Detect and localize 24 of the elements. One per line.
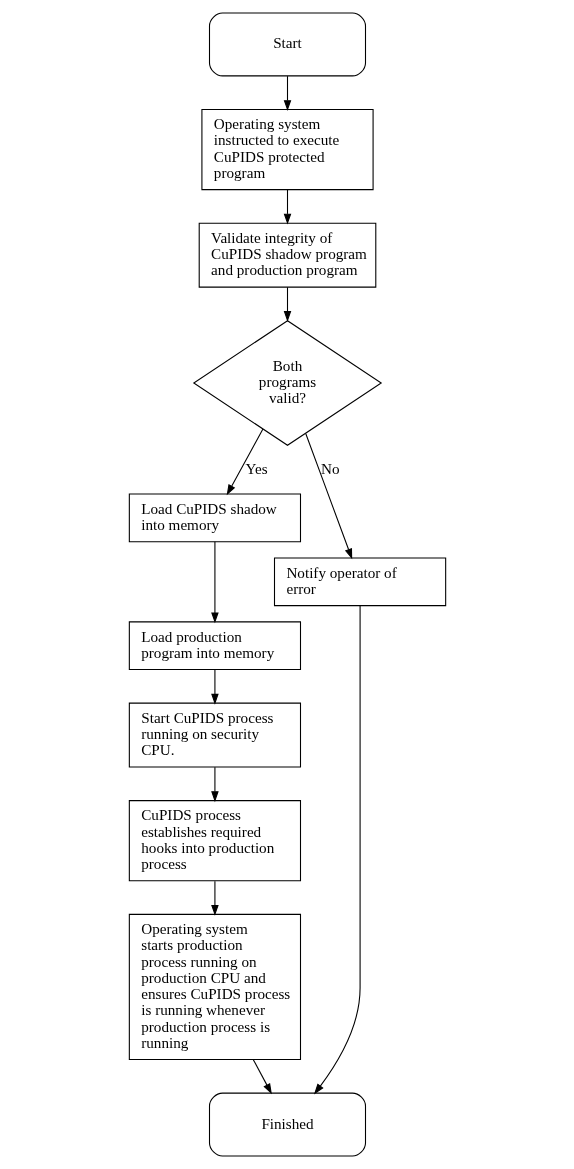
- arrow: [252, 1059, 272, 1095]
- node-box: Load production program into memory: [128, 621, 301, 671]
- node-box: Start CuPIDS process running on security CPU.: [128, 702, 301, 768]
- arrow: [304, 433, 352, 560]
- arrow: [283, 286, 291, 322]
- arrow: [283, 75, 291, 111]
- node-box: Finished: [208, 1092, 366, 1157]
- node-box: Notify operator of error: [273, 557, 446, 607]
- arrow: [210, 541, 219, 624]
- node-box: Operating system starts production process running on production CPU and ensures CuPIDS process is running whenever production process is running: [128, 913, 301, 1061]
- arrow: [210, 880, 219, 916]
- node-box: Start: [208, 12, 366, 77]
- node-diamond: Both programs valid?: [192, 320, 382, 446]
- node-box: Load CuPIDS shadow into memory: [128, 493, 301, 543]
- arrow: [226, 428, 263, 496]
- edge-label: Yes: [245, 459, 268, 477]
- edge-label: No: [320, 459, 340, 477]
- arrow: [210, 766, 219, 803]
- arrow: [283, 189, 291, 225]
- arrow: [313, 605, 361, 1095]
- node-box: CuPIDS process establishes required hooks into production process: [128, 800, 301, 882]
- arrow: [210, 669, 219, 705]
- node-box: Validate integrity of CuPIDS shadow program and production program: [198, 222, 376, 288]
- node-box: Operating system instructed to execute CuPIDS protected program: [200, 108, 374, 191]
